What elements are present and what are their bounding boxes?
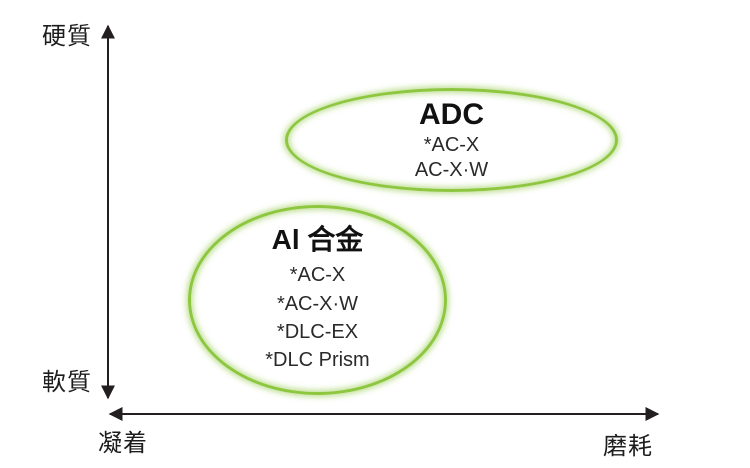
group-al-alloy-title: Al 合金 <box>271 224 364 256</box>
y-axis-top-label: 硬質 <box>42 23 92 50</box>
x-axis-right-label: 磨耗 <box>603 433 653 460</box>
group-adc-ellipse: ADC *AC-X AC-X·W <box>285 88 618 192</box>
group-adc-item: *AC-X <box>423 134 480 157</box>
group-adc-item: AC-X·W <box>414 158 489 181</box>
group-al-alloy-item: *DLC Prism <box>265 349 370 372</box>
y-axis-bottom-label: 軟質 <box>42 369 92 396</box>
group-al-alloy-item: *AC-X·W <box>276 292 359 315</box>
group-al-alloy-item: *DLC-EX <box>276 320 359 343</box>
group-al-alloy-ellipse: Al 合金 *AC-X *AC-X·W *DLC-EX *DLC Prism <box>188 205 447 395</box>
x-axis-left-label: 凝着 <box>98 430 148 457</box>
group-al-alloy-item: *AC-X <box>289 264 346 287</box>
group-adc-title: ADC <box>419 98 484 132</box>
